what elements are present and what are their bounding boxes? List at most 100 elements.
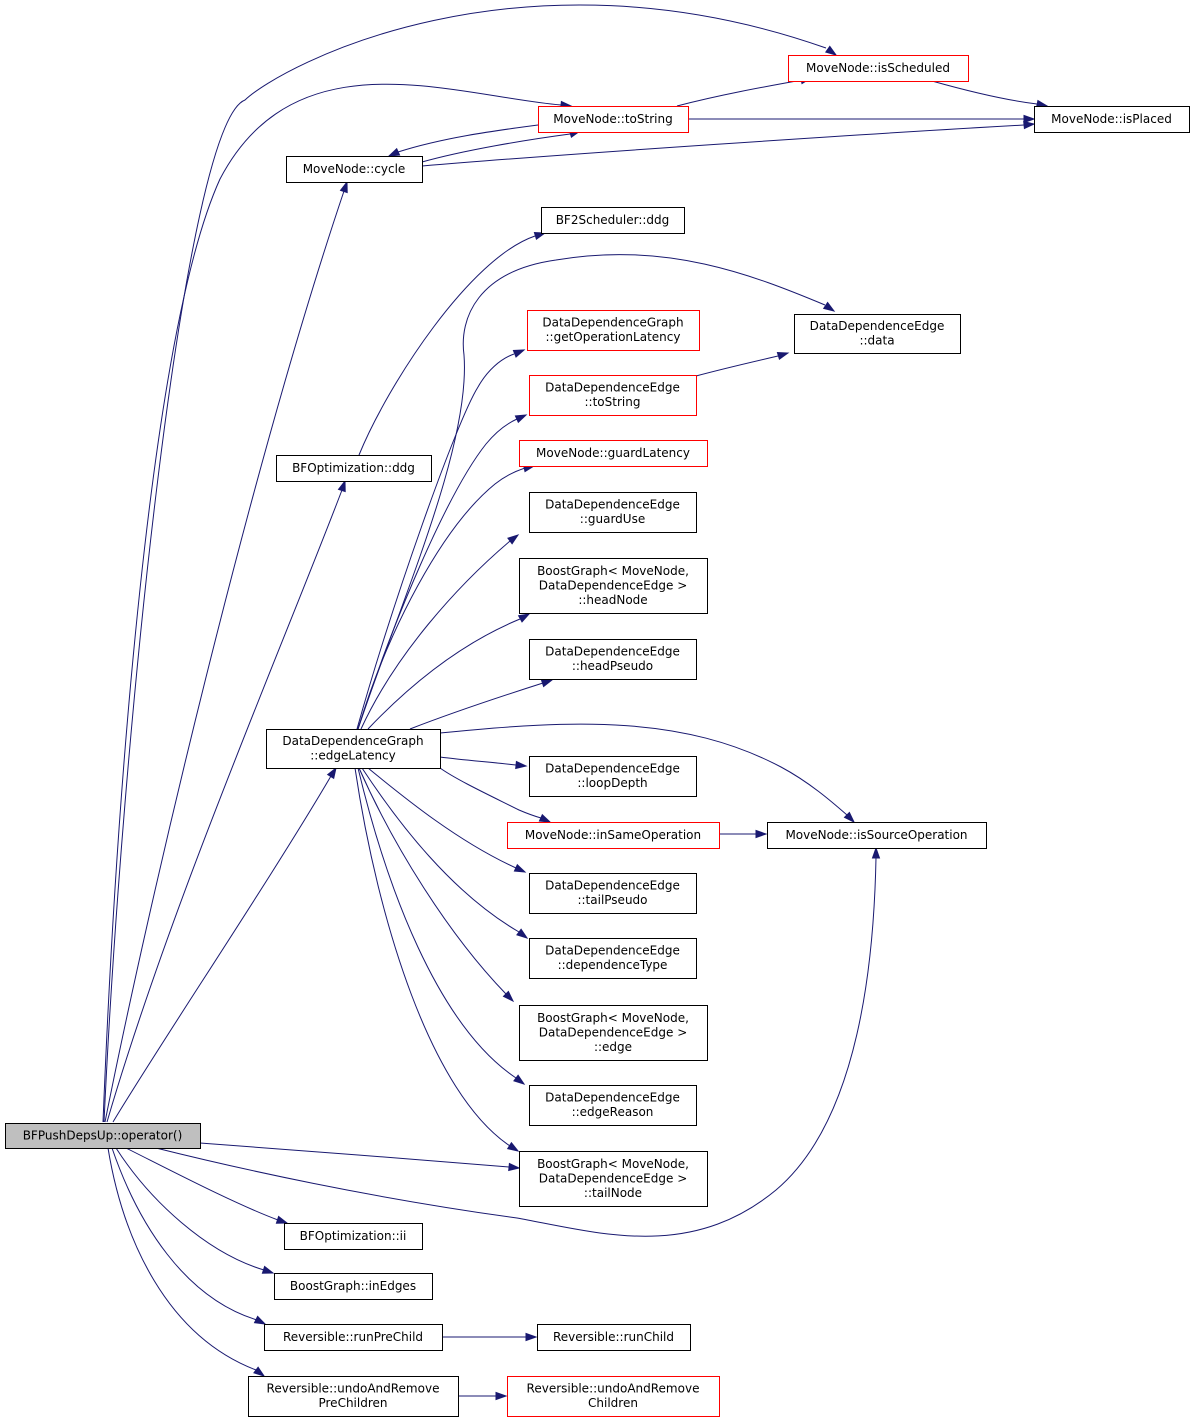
node-guardlat[interactable]: MoveNode::guardLatency — [519, 440, 708, 467]
node-label: ::edge — [594, 1040, 632, 1054]
edge-edgelatency-to-headnode — [367, 613, 531, 730]
node-label: ::edgeReason — [572, 1105, 654, 1119]
node-insameop[interactable]: MoveNode::inSameOperation — [507, 822, 720, 849]
node-runprechild[interactable]: Reversible::runPreChild — [264, 1324, 443, 1351]
node-bgedge[interactable]: BoostGraph< MoveNode,DataDependenceEdge … — [519, 1005, 708, 1061]
arrowhead — [508, 1162, 521, 1172]
edge-cycle-to-isplaced — [421, 120, 1036, 167]
arrowhead — [513, 863, 527, 873]
node-label: BoostGraph::inEdges — [290, 1279, 416, 1293]
node-label: ::headNode — [578, 593, 647, 607]
node-label: MoveNode::isScheduled — [806, 61, 950, 75]
node-bfoptii[interactable]: BFOptimization::ii — [284, 1223, 423, 1250]
arrowhead — [755, 829, 768, 839]
node-tostring[interactable]: MoveNode::toString — [538, 106, 689, 133]
arrowhead — [513, 1074, 526, 1085]
node-isscheduled[interactable]: MoveNode::isScheduled — [788, 55, 969, 82]
edge-line — [358, 767, 507, 995]
node-label: ::headPseudo — [572, 659, 653, 673]
edge-line — [439, 767, 542, 819]
node-isplaced[interactable]: MoveNode::isPlaced — [1034, 106, 1190, 133]
node-label: ::toString — [585, 395, 641, 409]
node-label: ::tailNode — [584, 1186, 642, 1200]
node-box — [529, 756, 697, 797]
arrowhead — [261, 1265, 275, 1274]
node-label: ::edgeLatency — [310, 749, 396, 763]
node-deptype[interactable]: DataDependenceEdge::dependenceType — [529, 938, 697, 979]
arrowhead — [502, 990, 515, 1003]
edge-line — [104, 190, 345, 1123]
edge-edgelatency-to-getoplat — [356, 349, 526, 730]
node-box — [788, 55, 969, 82]
node-label: BF2Scheduler::ddg — [556, 213, 670, 227]
node-box — [266, 729, 441, 769]
node-label: DataDependenceEdge > — [539, 1025, 688, 1039]
node-box — [529, 938, 697, 979]
node-runchild[interactable]: Reversible::runChild — [537, 1324, 691, 1351]
node-headnode[interactable]: BoostGraph< MoveNode,DataDependenceEdge … — [519, 558, 708, 614]
arrowhead — [1023, 114, 1036, 124]
node-tailpseudo[interactable]: DataDependenceEdge::tailPseudo — [529, 873, 697, 914]
node-bfoptddg[interactable]: BFOptimization::ddg — [276, 455, 432, 482]
arrowhead — [337, 479, 346, 493]
node-loopdepth[interactable]: DataDependenceEdge::loopDepth — [529, 756, 697, 797]
edge-root-to-bfoptii — [125, 1147, 289, 1224]
edge-line — [354, 767, 511, 1147]
node-bf2ddg[interactable]: BF2Scheduler::ddg — [541, 207, 685, 234]
node-tailnode[interactable]: BoostGraph< MoveNode,DataDependenceEdge … — [519, 1151, 708, 1207]
arrowhead — [516, 928, 529, 939]
edge-edgelatency-to-tailpseudo — [367, 767, 527, 873]
node-edgelatency[interactable]: DataDependenceGraph::edgeLatency — [266, 729, 441, 769]
node-label: MoveNode::isSourceOperation — [785, 828, 967, 842]
node-inedges[interactable]: BoostGraph::inEdges — [274, 1273, 433, 1300]
node-label: DataDependenceEdge — [545, 1091, 680, 1105]
node-label: DataDependenceEdge — [545, 762, 680, 776]
edge-line — [421, 133, 571, 163]
node-box — [519, 1005, 708, 1061]
node-box — [541, 207, 685, 234]
node-label: ::loopDepth — [577, 776, 647, 790]
edge-root-to-isscheduled — [103, 4, 838, 1123]
edge-line — [695, 355, 779, 377]
node-box — [264, 1324, 443, 1351]
node-root: BFPushDepsUp::operator() — [5, 1123, 201, 1149]
edge-line — [106, 489, 343, 1123]
edge-root-to-runprechild — [111, 1147, 267, 1325]
node-edgereason[interactable]: DataDependenceEdge::edgeReason — [529, 1085, 697, 1126]
edge-root-to-issourceop — [155, 846, 881, 1237]
edge-root-to-inedges — [115, 1147, 275, 1274]
node-box — [1034, 106, 1190, 133]
node-box — [519, 558, 708, 614]
edge-line — [115, 1147, 265, 1271]
node-getoplat[interactable]: DataDependenceGraph::getOperationLatency — [527, 310, 700, 351]
edge-line — [102, 83, 562, 1123]
edge-insameop-to-issourceop — [718, 829, 768, 839]
node-headpseudo[interactable]: DataDependenceEdge::headPseudo — [529, 639, 697, 680]
node-label: DataDependenceEdge — [545, 944, 680, 958]
edge-line — [155, 857, 877, 1237]
node-box — [538, 106, 689, 133]
node-label: DataDependenceGraph — [542, 316, 683, 330]
edge-line — [439, 723, 848, 816]
edge-edgelatency-to-ddetostring — [357, 414, 528, 730]
edge-edgelatency-to-insameop — [439, 767, 552, 823]
node-issourceop[interactable]: MoveNode::isSourceOperation — [767, 822, 987, 849]
node-ddedata[interactable]: DataDependenceEdge::data — [794, 314, 961, 354]
node-label: MoveNode::toString — [553, 112, 672, 126]
node-ddetostring[interactable]: DataDependenceEdge::toString — [529, 375, 697, 416]
node-label: BFOptimization::ddg — [292, 461, 415, 475]
edge-line — [367, 767, 517, 869]
arrowhead — [525, 1332, 538, 1342]
arrowhead — [776, 351, 790, 361]
node-label: MoveNode::inSameOperation — [525, 828, 701, 842]
node-box — [519, 1151, 708, 1207]
edge-root-to-undoprechildren — [107, 1147, 266, 1377]
arrowhead — [506, 1141, 520, 1152]
edge-line — [357, 467, 526, 730]
node-guarduse[interactable]: DataDependenceEdge::guardUse — [529, 492, 697, 533]
node-cycle[interactable]: MoveNode::cycle — [286, 156, 423, 183]
node-label: DataDependenceEdge — [545, 498, 680, 512]
node-label: Reversible::runChild — [553, 1330, 674, 1344]
